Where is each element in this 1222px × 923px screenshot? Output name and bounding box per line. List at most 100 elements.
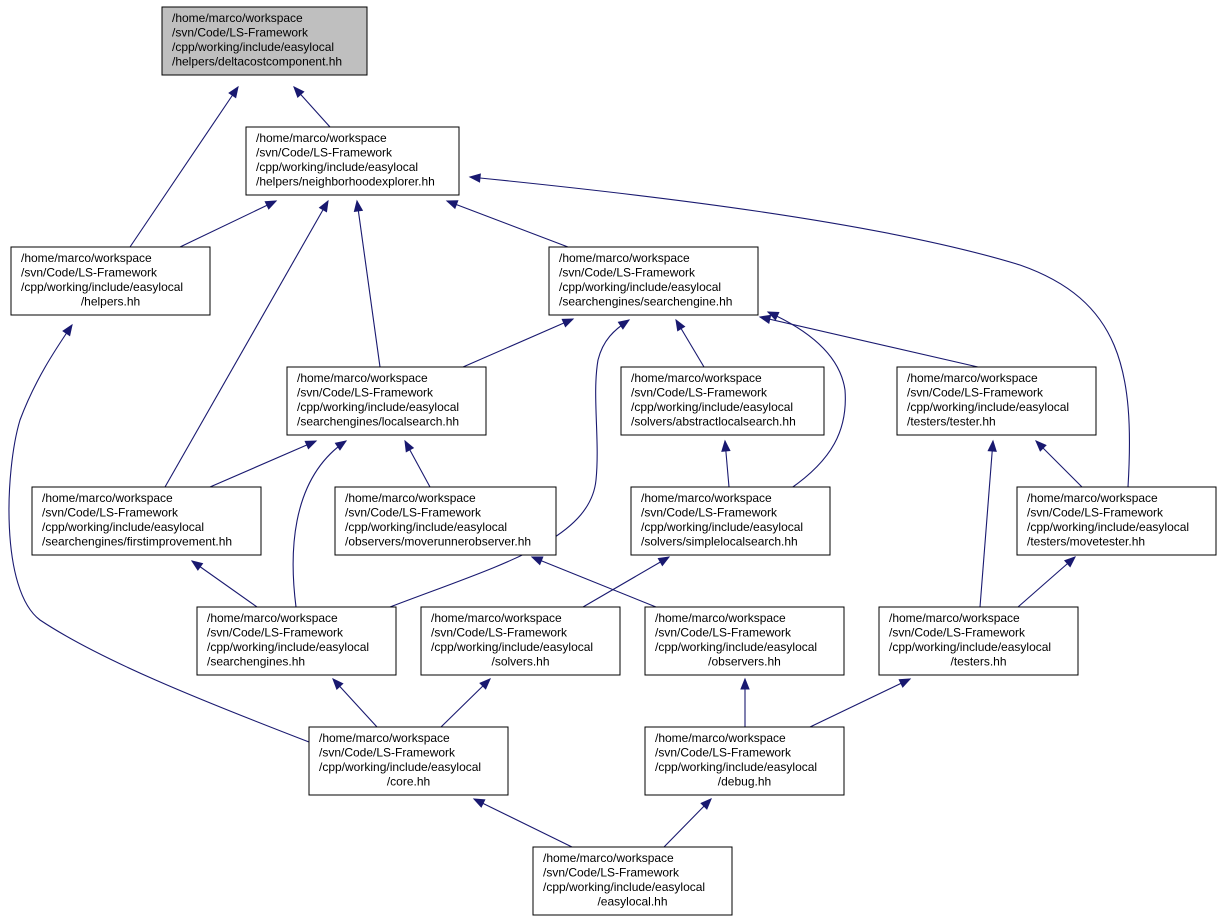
- node-label-line: /helpers/neighborhoodexplorer.hh: [256, 175, 435, 189]
- node-label-line: /cpp/working/include/easylocal: [207, 640, 369, 654]
- node-debug[interactable]: /home/marco/workspace/svn/Code/LS-Framew…: [644, 726, 845, 796]
- node-label-line: /home/marco/workspace: [345, 491, 476, 505]
- node-label-line: /home/marco/workspace: [207, 611, 338, 625]
- node-label-line: /svn/Code/LS-Framework: [655, 746, 792, 760]
- edge-easylocal-to-debug: [663, 798, 712, 848]
- arrowhead-icon: [472, 798, 486, 808]
- edge-line: [129, 86, 239, 248]
- edge-searchengines-to-firstimprovement: [190, 560, 258, 608]
- node-testers[interactable]: /home/marco/workspace/svn/Code/LS-Framew…: [878, 606, 1079, 676]
- arrowhead-icon: [404, 439, 415, 453]
- node-label-line: /cpp/working/include/easylocal: [543, 880, 705, 894]
- node-box: [308, 726, 509, 796]
- edge-line: [389, 319, 630, 608]
- arrowhead-icon: [445, 200, 459, 210]
- node-label-line: /home/marco/workspace: [1027, 491, 1158, 505]
- node-label-line: /cpp/working/include/easylocal: [1027, 520, 1189, 534]
- arrowhead-icon: [264, 200, 278, 210]
- node-core[interactable]: /home/marco/workspace/svn/Code/LS-Framew…: [308, 726, 509, 796]
- node-observers[interactable]: /home/marco/workspace/svn/Code/LS-Framew…: [644, 606, 845, 676]
- node-localsearch[interactable]: /home/marco/workspace/svn/Code/LS-Framew…: [286, 366, 487, 436]
- arrowhead-icon: [530, 556, 544, 566]
- node-label-line: /home/marco/workspace: [543, 851, 674, 865]
- node-label-line: /cpp/working/include/easylocal: [655, 760, 817, 774]
- edge-core-to-solvers: [440, 678, 491, 728]
- node-neighborhoodexplorer[interactable]: /home/marco/workspace/svn/Code/LS-Framew…: [245, 126, 460, 196]
- node-label-line: /solvers/abstractlocalsearch.hh: [631, 415, 796, 429]
- edge-firstimprovement-to-neighborhoodexplorer: [164, 199, 329, 488]
- node-label-line: /searchengines/localsearch.hh: [297, 415, 459, 429]
- node-label-line: /helpers/deltacostcomponent.hh: [172, 55, 342, 69]
- edge-debug-to-testers: [809, 678, 912, 728]
- node-moverunnerobserver[interactable]: /home/marco/workspace/svn/Code/LS-Framew…: [334, 486, 557, 556]
- node-abstractlocalsearch[interactable]: /home/marco/workspace/svn/Code/LS-Framew…: [620, 366, 825, 436]
- node-label-line: /home/marco/workspace: [21, 251, 152, 265]
- edge-searchengines-to-localsearch: [292, 440, 348, 608]
- node-box: [532, 846, 733, 916]
- node-label-line: /cpp/working/include/easylocal: [907, 400, 1069, 414]
- node-label-line: /svn/Code/LS-Framework: [345, 506, 482, 520]
- node-deltacost[interactable]: /home/marco/workspace/svn/Code/LS-Framew…: [161, 6, 368, 76]
- node-label-line: /svn/Code/LS-Framework: [559, 266, 696, 280]
- node-label-line: /cpp/working/include/easylocal: [559, 280, 721, 294]
- node-label-line: /svn/Code/LS-Framework: [207, 626, 344, 640]
- edge-line: [209, 440, 317, 488]
- edge-line: [1017, 556, 1076, 608]
- node-label-line: /svn/Code/LS-Framework: [641, 506, 778, 520]
- node-box: [161, 6, 368, 76]
- node-box: [196, 606, 397, 676]
- arrowhead-icon: [62, 323, 73, 337]
- edge-line: [462, 318, 574, 368]
- arrowhead-icon: [318, 199, 329, 213]
- node-simplelocalsearch[interactable]: /home/marco/workspace/svn/Code/LS-Framew…: [630, 486, 831, 556]
- node-searchengines[interactable]: /home/marco/workspace/svn/Code/LS-Framew…: [196, 606, 397, 676]
- arrowhead-icon: [304, 440, 318, 450]
- edge-line: [809, 678, 911, 728]
- node-helpers[interactable]: /home/marco/workspace/svn/Code/LS-Framew…: [10, 246, 211, 316]
- node-label-line: /svn/Code/LS-Framework: [297, 386, 434, 400]
- node-label-line: /home/marco/workspace: [42, 491, 173, 505]
- node-label-line: /home/marco/workspace: [559, 251, 690, 265]
- node-box: [878, 606, 1079, 676]
- node-tester[interactable]: /home/marco/workspace/svn/Code/LS-Framew…: [896, 366, 1097, 436]
- node-easylocal[interactable]: /home/marco/workspace/svn/Code/LS-Framew…: [532, 846, 733, 916]
- edge-line: [469, 176, 1130, 488]
- node-label-line: /home/marco/workspace: [297, 371, 428, 385]
- node-solvers[interactable]: /home/marco/workspace/svn/Code/LS-Framew…: [420, 606, 621, 676]
- edge-localsearch-to-searchengine: [462, 318, 575, 368]
- node-searchengine[interactable]: /home/marco/workspace/svn/Code/LS-Framew…: [548, 246, 759, 316]
- node-firstimprovement[interactable]: /home/marco/workspace/svn/Code/LS-Framew…: [31, 486, 262, 556]
- node-label-line: /core.hh: [387, 775, 430, 789]
- arrowhead-icon: [332, 678, 344, 690]
- arrowhead-icon: [334, 440, 348, 451]
- node-label-line: /easylocal.hh: [597, 895, 667, 909]
- arrowhead-icon: [657, 556, 671, 567]
- edge-line: [292, 440, 347, 608]
- node-label-line: /testers/tester.hh: [907, 415, 996, 429]
- edge-line: [164, 200, 329, 488]
- arrowhead-icon: [617, 319, 631, 330]
- edge-line: [1035, 440, 1083, 488]
- node-label-line: /home/marco/workspace: [655, 731, 786, 745]
- edge-searchengine-to-neighborhoodexplorer: [445, 200, 569, 248]
- node-label-line: /svn/Code/LS-Framework: [1027, 506, 1164, 520]
- arrowhead-icon: [293, 85, 305, 98]
- node-label-line: /cpp/working/include/easylocal: [297, 400, 459, 414]
- edge-line: [663, 798, 712, 848]
- node-label-line: /home/marco/workspace: [889, 611, 1020, 625]
- node-label-line: /cpp/working/include/easylocal: [631, 400, 793, 414]
- edges-layer: [8, 85, 1130, 848]
- node-label-line: /home/marco/workspace: [256, 131, 387, 145]
- node-label-line: /helpers.hh: [81, 295, 140, 309]
- edge-line: [356, 200, 381, 368]
- node-label-line: /svn/Code/LS-Framework: [42, 506, 179, 520]
- edge-core-to-searchengines: [332, 678, 378, 728]
- edge-abstractlocalsearch-to-searchengine: [675, 318, 705, 368]
- node-label-line: /svn/Code/LS-Framework: [319, 746, 456, 760]
- node-label-line: /solvers.hh: [491, 655, 549, 669]
- node-movetester[interactable]: /home/marco/workspace/svn/Code/LS-Framew…: [1016, 486, 1217, 556]
- node-label-line: /testers.hh: [950, 655, 1006, 669]
- edge-line: [582, 556, 670, 608]
- node-label-line: /cpp/working/include/easylocal: [21, 280, 183, 294]
- node-box: [286, 366, 487, 436]
